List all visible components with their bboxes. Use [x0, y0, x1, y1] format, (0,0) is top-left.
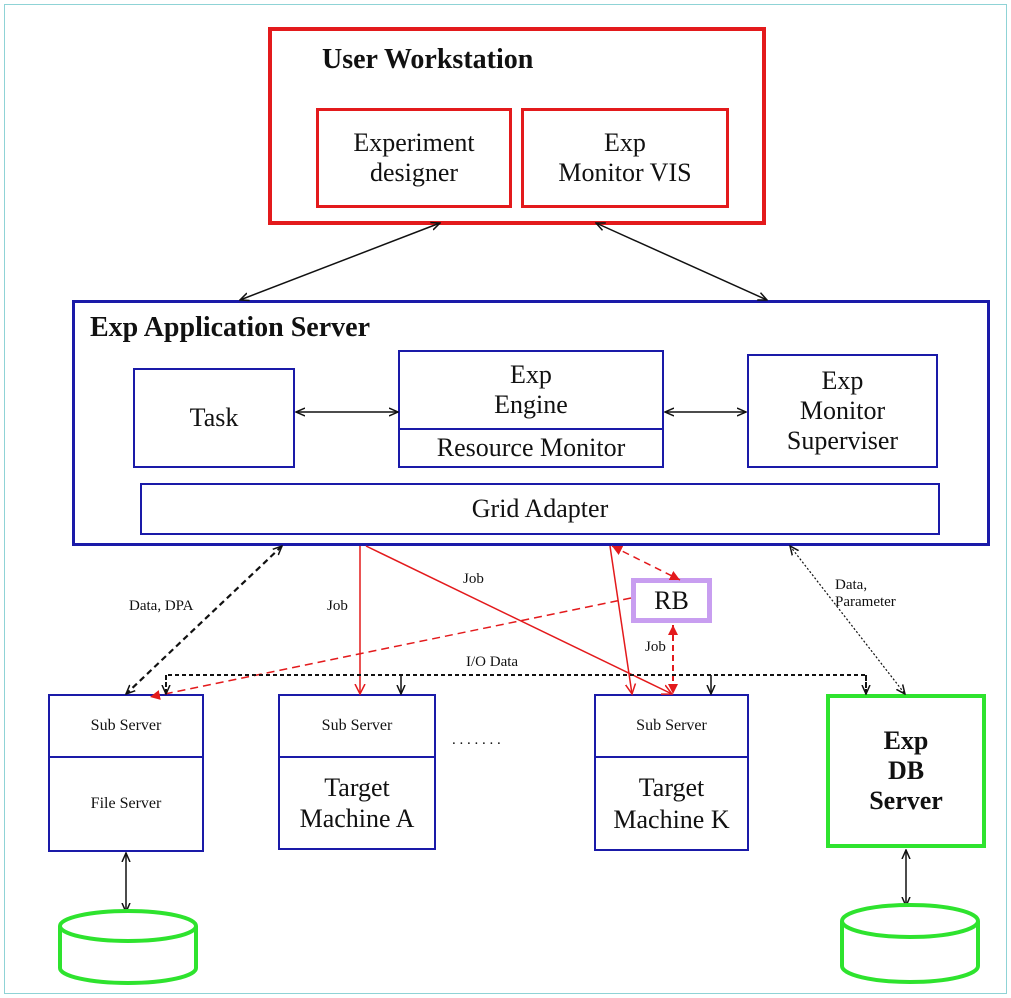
db-server-line2: DB [887, 756, 925, 786]
task-label: Task [189, 403, 239, 433]
db-server-line3: Server [869, 785, 943, 815]
ellipsis: . . . . . . . [452, 732, 501, 748]
link-designer-server [240, 223, 440, 300]
edge-label-job-rb: Job [645, 639, 666, 655]
exp-monitor-vis-line1: Exp [604, 128, 646, 158]
sub-server-label: Sub Server [596, 696, 747, 758]
target-a-line1: Target [324, 772, 390, 802]
resource-monitor-box: Resource Monitor [398, 428, 664, 468]
diagram-frame [4, 4, 1007, 994]
target-k-line1: Target [638, 773, 705, 803]
sub-server-label: Sub Server [280, 696, 434, 758]
io-data-bus [165, 674, 867, 694]
grid-adapter-label: Grid Adapter [471, 494, 609, 524]
user-workstation-box [268, 27, 766, 225]
link-monitor-vis-server [596, 223, 767, 300]
experiment-designer-line2: designer [369, 158, 459, 187]
link-data-dpa [126, 546, 282, 694]
link-adapter-target-k [609, 545, 632, 694]
link-job-target-k [365, 545, 672, 694]
experiment-designer-line1: Experiment [353, 128, 475, 158]
db-server-line1: Exp [883, 726, 929, 756]
link-rb-file-server [149, 597, 632, 700]
edge-label-job-k: Job [463, 571, 484, 587]
link-adapter-rb [611, 545, 681, 581]
file-server-label: File Server [90, 795, 162, 813]
task-box: Task [133, 368, 295, 468]
monitor-supervisor-line2: Monitor [799, 396, 886, 426]
target-a-line2: Machine A [299, 804, 415, 833]
exp-monitor-vis-line2: Monitor VIS [558, 158, 692, 187]
edge-label-io-data: I/O Data [466, 654, 519, 670]
edge-label-job-a: Job [327, 598, 348, 614]
file-storage-cylinder [58, 909, 198, 985]
grid-adapter-box: Grid Adapter [140, 483, 940, 535]
exp-engine-line2: Engine [494, 390, 568, 419]
app-server-box [72, 300, 990, 546]
sub-server-label: Sub Server [50, 696, 202, 758]
target-k-line2: Machine K [613, 804, 730, 834]
monitor-supervisor-line1: Exp [821, 366, 864, 396]
rb-label: RB [654, 585, 689, 615]
monitor-supervisor-line3: Superviser [786, 425, 899, 455]
link-data-parameter [790, 546, 905, 694]
db-storage-cylinder [840, 903, 980, 984]
app-server-title: Exp Application Server [90, 312, 371, 343]
exp-engine-line1: Exp [510, 360, 552, 390]
resource-monitor-label: Resource Monitor [436, 433, 626, 463]
user-workstation-title: User Workstation [322, 44, 534, 75]
rb-box: RB [631, 578, 712, 623]
